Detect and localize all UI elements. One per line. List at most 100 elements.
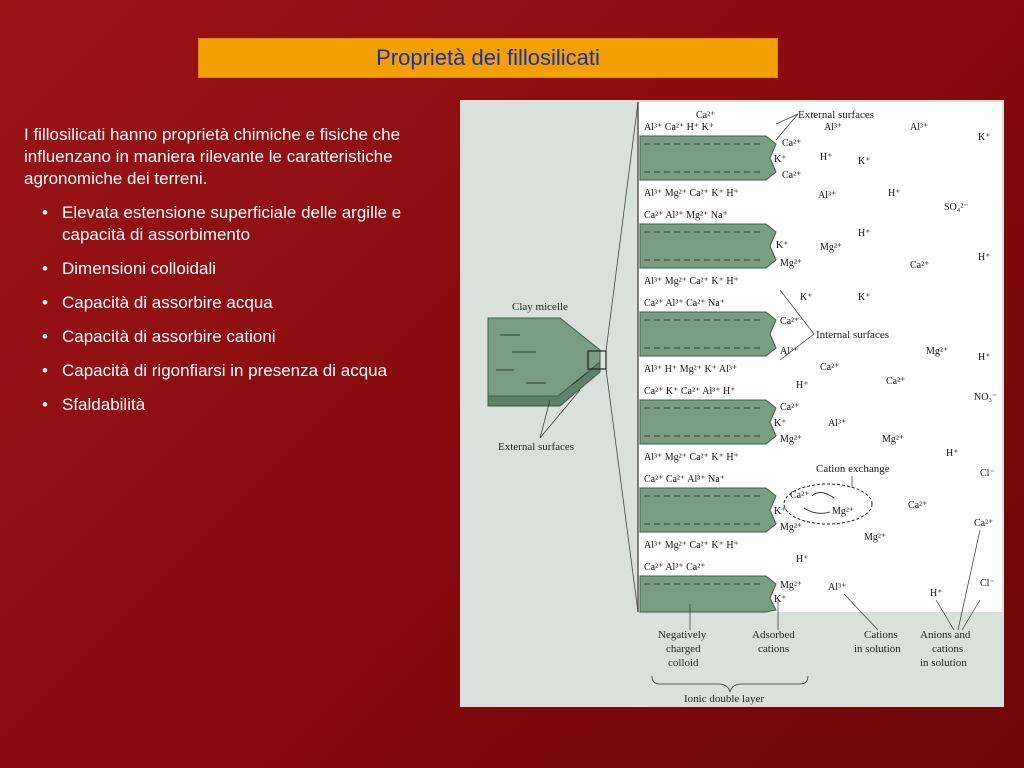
cation-exchange-label: Cation exchange (816, 463, 890, 475)
ion-label: Ca²⁺ (908, 500, 927, 511)
text-column: I fillosilicati hanno proprietà chimiche… (24, 124, 414, 428)
ion-label: Mg²⁺ (780, 434, 802, 445)
ion-label: H⁺ (946, 448, 959, 459)
ion-label: Mg²⁺ (926, 346, 948, 357)
ion-label: Mg²⁺ (882, 434, 904, 445)
ion-label: Al³⁺ (780, 346, 798, 357)
clay-layers (639, 135, 777, 613)
bullet-icon: • (42, 259, 48, 278)
figure-svg: Clay micelle External surfaces Ca²⁺ (487, 101, 1002, 705)
ion-label: Al³⁺ (824, 122, 842, 133)
ion-label: Ca²⁺ Al³⁺ Ca²⁺ Na⁺ (644, 298, 725, 309)
ion-label: SO₄²⁻ (944, 202, 969, 213)
intro-paragraph: I fillosilicati hanno proprietà chimiche… (24, 125, 401, 188)
clay-micelle-figure: Clay micelle External surfaces Ca²⁺ (460, 100, 1004, 707)
ion-label: Ca²⁺ (780, 402, 799, 413)
bullet-icon: • (42, 293, 48, 312)
ion-label: NO₃⁻ (974, 392, 997, 403)
slide-title: Proprietà dei fillosilicati (376, 45, 600, 70)
ionic-double-layer-label: Ionic double layer (684, 693, 764, 705)
ion-label: Ca²⁺ (782, 138, 801, 149)
internal-surfaces-label: Internal surfaces (816, 329, 889, 341)
bullet-icon: • (42, 361, 48, 380)
list-item: • Elevata estensione superficiale delle a… (42, 202, 414, 246)
ion-label: H⁺ (796, 554, 809, 565)
ion-label: Ca²⁺ Ca²⁺ Al³⁺ Na⁺ (644, 474, 725, 485)
ion-label: Ca²⁺ (696, 110, 715, 121)
ion-label: Mg²⁺ (820, 242, 842, 253)
clay-micelle-block (487, 101, 639, 613)
ion-label: H⁺ (930, 588, 943, 599)
ion-label: Mg²⁺ (780, 258, 802, 269)
ion-label: Al³⁺ Ca²⁺ H⁺ K⁺ (644, 122, 714, 133)
bullet-text: Dimensioni colloidali (62, 259, 217, 278)
callout-text: in solution (854, 643, 901, 655)
ion-label: K⁺ (774, 418, 787, 429)
bullet-text: Capacità di assorbire acqua (62, 293, 273, 312)
ion-label: Ca²⁺ (820, 362, 839, 373)
callout-text: cations (758, 643, 789, 655)
list-item: • Sfaldabilità (42, 394, 414, 416)
callout-text: charged (666, 643, 701, 655)
ion-label: K⁺ (774, 154, 787, 165)
bullet-text: Elevata estensione superficiale delle ar… (62, 203, 402, 244)
ion-label: Al³⁺ Mg²⁺ Ca²⁺ K⁺ H⁺ (644, 276, 739, 287)
ion-label: K⁺ (776, 240, 789, 251)
ion-label: Mg²⁺ (832, 506, 854, 517)
title-bar: Proprietà dei fillosilicati (198, 38, 778, 78)
ion-label: K⁺ (774, 594, 787, 605)
bullet-icon: • (42, 203, 48, 222)
ion-label: H⁺ (978, 252, 991, 263)
ion-label: Al³⁺ (818, 190, 836, 201)
ion-label: Ca²⁺ Al³⁺ Ca²⁺ (644, 562, 706, 573)
ion-label: Al³⁺ (828, 418, 846, 429)
ion-label: Ca²⁺ Al³⁺ Mg²⁺ Na⁺ (644, 210, 728, 221)
ion-label: Al³⁺ (828, 582, 846, 593)
list-item: • Capacità di assorbire cationi (42, 326, 414, 348)
ion-label: H⁺ (820, 152, 833, 163)
list-item: • Capacità di assorbire acqua (42, 292, 414, 314)
bullet-list: • Elevata estensione superficiale delle a… (24, 202, 414, 416)
ion-label: Ca²⁺ K⁺ Ca²⁺ Al³⁺ H⁺ (644, 386, 736, 397)
callout-text: colloid (668, 657, 699, 669)
ion-label: Al³⁺ (910, 122, 928, 133)
ion-label: H⁺ (858, 228, 871, 239)
callout-text: Negatively (658, 629, 707, 641)
ion-label: H⁺ (888, 188, 901, 199)
ion-label: Cl⁻ (980, 578, 995, 589)
ion-label: Al³⁺ Mg²⁺ Ca²⁺ K⁺ H⁺ (644, 452, 739, 463)
ion-label: Mg²⁺ (864, 532, 886, 543)
ion-label: Ca²⁺ (780, 316, 799, 327)
callout-text: Cations (864, 629, 898, 641)
ion-label: Al³⁺ Mg²⁺ Ca²⁺ K⁺ H⁺ (644, 188, 739, 199)
list-item: •Capacità di rigonfiarsi in presenza di … (42, 360, 414, 382)
ion-label: K⁺ (800, 292, 813, 303)
ion-label: Mg²⁺ (780, 522, 802, 533)
ion-label: Ca²⁺ (782, 170, 801, 181)
callout-text: Anions and (920, 629, 971, 641)
callout-text: in solution (920, 657, 967, 669)
ion-label: Ca²⁺ (974, 518, 993, 529)
bullet-icon: • (42, 327, 48, 346)
bullet-text: Sfaldabilità (62, 395, 146, 414)
ion-label: K⁺ (774, 506, 787, 517)
bullet-icon: • (42, 395, 48, 414)
external-surfaces-top-label: External surfaces (798, 109, 874, 121)
ion-label: Al³⁺ Mg²⁺ Ca²⁺ K⁺ H⁺ (644, 540, 739, 551)
ion-label: K⁺ (858, 156, 871, 167)
exchange-ellipse (783, 483, 873, 525)
ion-label: Ca²⁺ (886, 376, 905, 387)
ion-label: Al³⁺ H⁺ Mg²⁺ K⁺ Al³⁺ (644, 364, 737, 375)
ion-label: K⁺ (978, 132, 991, 143)
ion-label: H⁺ (978, 352, 991, 363)
ion-label: H⁺ (796, 380, 809, 391)
clay-micelle-label: Clay micelle (512, 301, 568, 313)
ion-label: Mg²⁺ (780, 580, 802, 591)
bullet-text: Capacità di assorbire cationi (62, 327, 276, 346)
ion-label: K⁺ (858, 292, 871, 303)
list-item: • Dimensioni colloidali (42, 258, 414, 280)
zoom-box (587, 350, 607, 370)
callout-text: Adsorbed (752, 629, 795, 641)
callout-text: cations (932, 643, 963, 655)
ion-label: Cl⁻ (980, 468, 995, 479)
